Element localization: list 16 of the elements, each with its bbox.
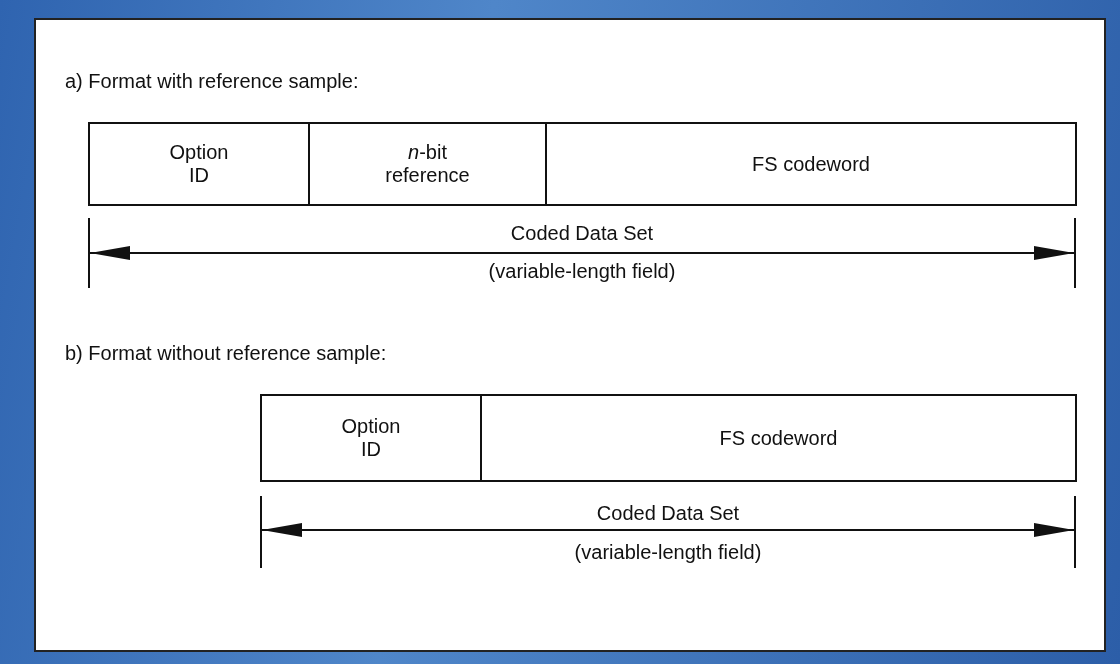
dimension-label: Coded Data Set <box>596 502 740 525</box>
field-name: n-bit reference <box>384 141 471 187</box>
section-heading: b) Format without reference sample: <box>65 342 387 365</box>
field-box <box>480 394 1077 482</box>
section-heading: a) Format with reference sample: <box>65 70 359 93</box>
field-name: Option ID <box>168 141 230 187</box>
field-name: FS codeword <box>719 426 838 450</box>
field-box <box>88 122 310 206</box>
field-box <box>260 394 482 482</box>
field-name: FS codeword <box>752 152 870 176</box>
dimension-label: Coded Data Set <box>510 222 654 245</box>
field-name: Option ID <box>340 415 402 461</box>
field-box <box>308 122 547 206</box>
dimension-note: (variable-length field) <box>488 260 676 283</box>
dimension-note: (variable-length field) <box>574 541 762 564</box>
field-box <box>545 122 1077 206</box>
